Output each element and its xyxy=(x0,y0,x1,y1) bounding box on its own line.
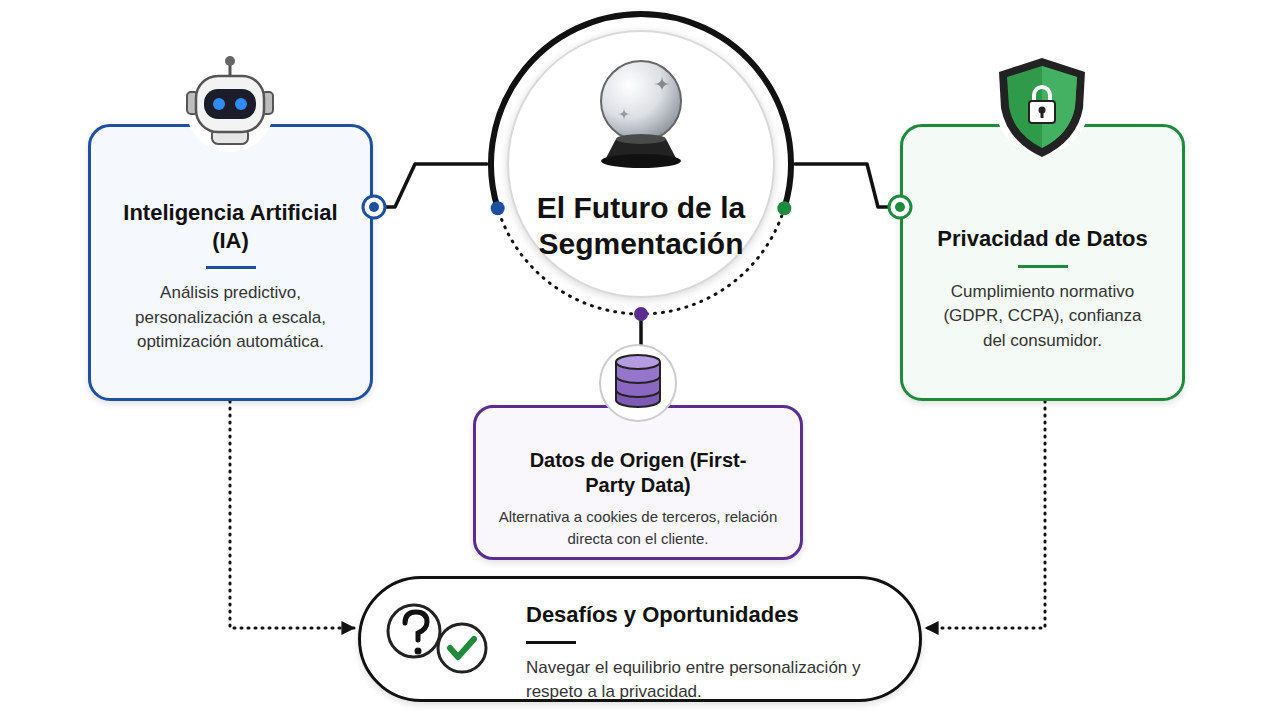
topic-box: Inteligencia Artificial (IA) Análisis pre… xyxy=(88,124,373,401)
dotted-arrow xyxy=(926,401,1045,628)
lock-shackle xyxy=(1034,87,1050,102)
hub-dot xyxy=(777,201,791,215)
hub-ring-dotted xyxy=(498,208,785,314)
lock-keyhole xyxy=(1039,107,1046,114)
box-heading: Inteligencia Artificial (IA) xyxy=(106,199,356,254)
database-disc xyxy=(616,362,660,383)
heading-divider xyxy=(206,266,256,269)
hub-dot xyxy=(491,201,505,215)
robot-antenna-tip xyxy=(225,56,235,66)
hub-inner-disc xyxy=(508,31,774,297)
dotted-arrow xyxy=(230,401,354,628)
hub-title: El Futuro de la Segmentación xyxy=(516,190,766,262)
box-body: Análisis predictivo, personalización a e… xyxy=(116,281,346,355)
box-heading: Datos de Origen (First-Party Data) xyxy=(528,448,748,498)
lock-keyhole xyxy=(1041,111,1044,118)
connector-line xyxy=(795,164,900,207)
box-body: Cumplimiento normativo (GDPR, CCPA), con… xyxy=(930,280,1155,354)
robot-visor xyxy=(204,89,256,119)
box-heading: Privacidad de Datos xyxy=(918,225,1168,253)
database-top xyxy=(616,355,660,369)
heading-divider xyxy=(1018,265,1068,268)
box-body: Navegar el equilibrio entre personalizac… xyxy=(526,656,911,705)
box-body: Alternativa a cookies de terceros, relac… xyxy=(488,506,788,550)
connector-line xyxy=(639,318,643,405)
robot-ear xyxy=(262,92,273,114)
robot-eye xyxy=(213,98,225,110)
database-disc xyxy=(616,376,660,397)
hub-circle: El Futuro de la Segmentación xyxy=(487,10,795,318)
hub-ring xyxy=(491,14,791,208)
hub-text-wrap: El Futuro de la Segmentación xyxy=(487,190,795,262)
heading-divider xyxy=(526,641,576,644)
robot-antenna xyxy=(229,64,232,77)
hub-circle-outline xyxy=(487,10,795,318)
box-heading: Desafíos y Oportunidades xyxy=(526,601,906,629)
connector-line xyxy=(373,164,487,207)
topic-box: Desafíos y OportunidadesNavegar el equil… xyxy=(358,576,922,702)
hub-dot xyxy=(634,307,648,321)
lock-body xyxy=(1029,101,1055,123)
robot-ear xyxy=(187,92,198,114)
topic-box: Privacidad de DatosCumplimiento normativ… xyxy=(900,124,1185,401)
robot-eye xyxy=(235,98,247,110)
topic-box: Datos de Origen (First-Party Data) Altern… xyxy=(473,405,803,560)
